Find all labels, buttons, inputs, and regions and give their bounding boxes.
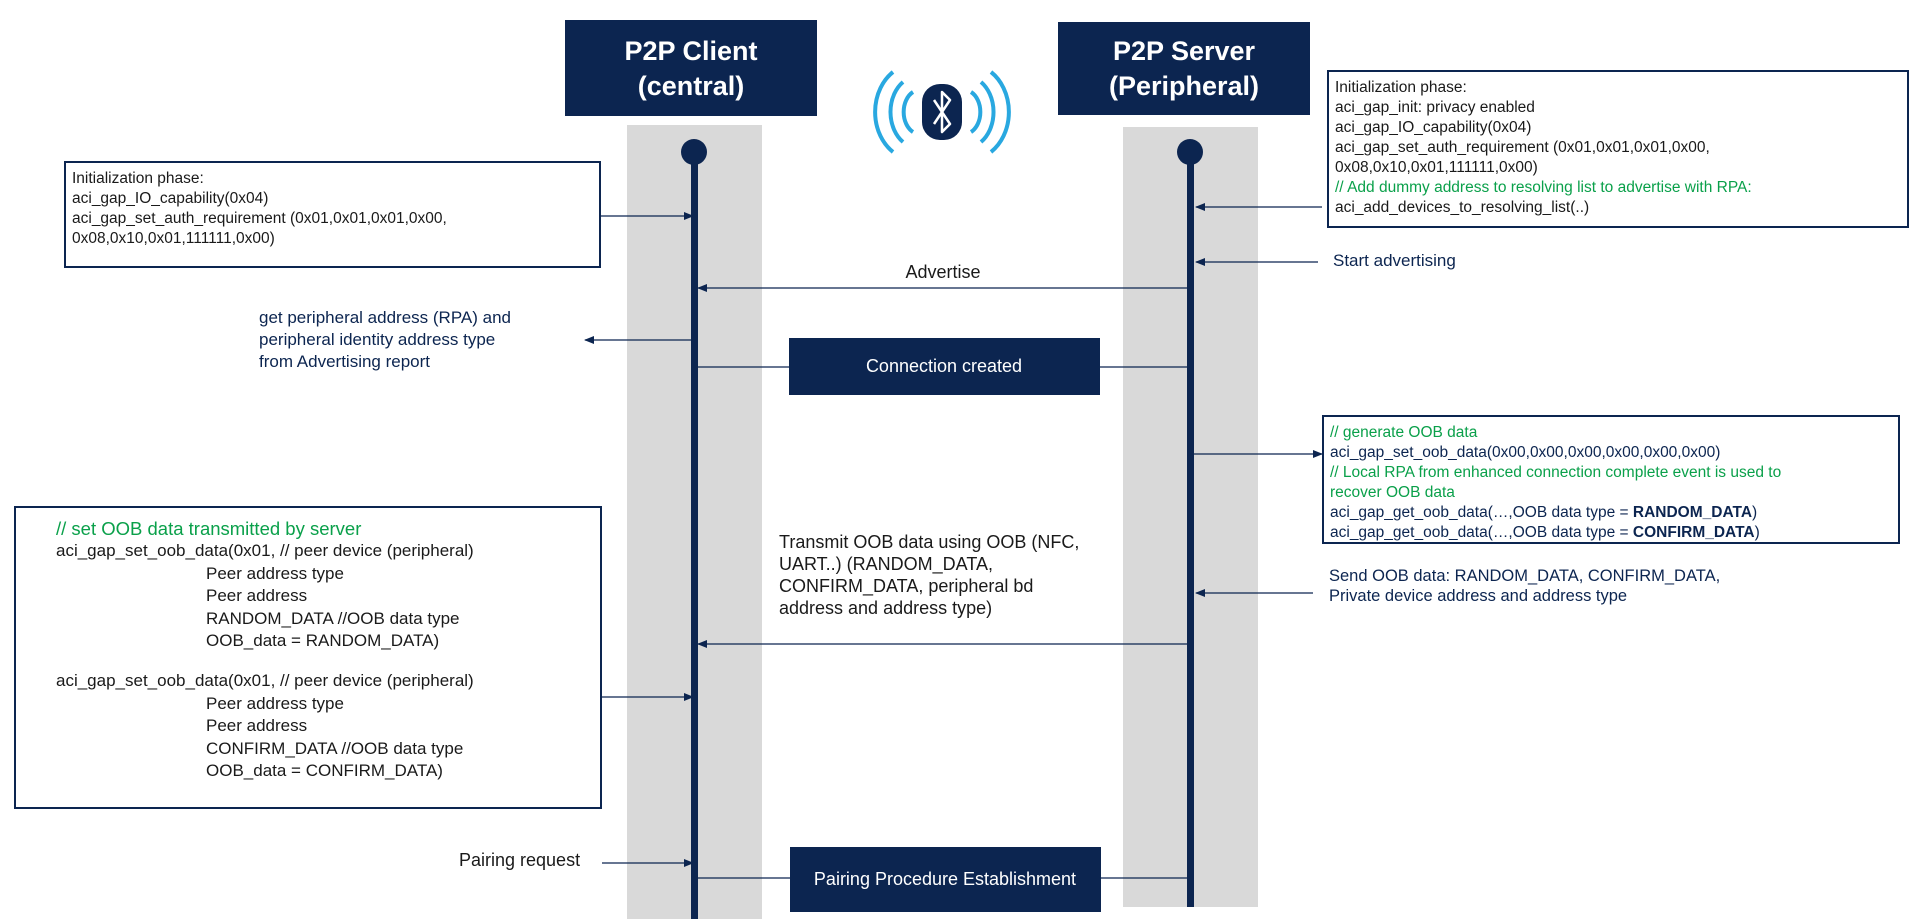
server-init-line: Initialization phase: bbox=[1335, 79, 1467, 96]
send-oob-text: Send OOB data: RANDOM_DATA, CONFIRM_DATA… bbox=[1329, 566, 1759, 606]
server-init-line: 0x08,0x10,0x01,111111,0x00) bbox=[1335, 159, 1538, 176]
client-init-line: aci_gap_IO_capability(0x04) bbox=[72, 190, 269, 207]
transmit-oob-text: Transmit OOB data using OOB (NFC, UART..… bbox=[779, 531, 1109, 619]
client-oob-param: RANDOM_DATA //OOB data type bbox=[206, 608, 460, 628]
client-oob-set-line: aci_gap_set_oob_data(0x01, // peer devic… bbox=[56, 671, 474, 691]
server-title-line2: (Peripheral) bbox=[1109, 71, 1259, 101]
client-oob-param: Peer address type bbox=[206, 693, 344, 713]
client-oob-param: OOB_data = CONFIRM_DATA) bbox=[206, 761, 443, 781]
oob-close: ) bbox=[1754, 524, 1760, 541]
oob-comment: // generate OOB data bbox=[1330, 424, 1478, 441]
server-init-box: Initialization phase: aci_gap_init: priv… bbox=[1327, 70, 1909, 228]
bluetooth-icon bbox=[873, 70, 1011, 154]
pairing-procedure-label: Pairing Procedure Establishment bbox=[814, 869, 1076, 889]
transmit-oob-line: CONFIRM_DATA, peripheral bd bbox=[779, 576, 1034, 596]
oob-get-confirm-line: aci_gap_get_oob_data(…,OOB data type = C… bbox=[1330, 523, 1892, 543]
server-init-line: aci_gap_init: privacy enabled bbox=[1335, 99, 1535, 116]
transmit-oob-line: Transmit OOB data using OOB (NFC, bbox=[779, 532, 1080, 552]
oob-comment: recover OOB data bbox=[1330, 484, 1455, 501]
oob-set-line: aci_gap_set_oob_data(0x00,0x00,0x00,0x00… bbox=[1330, 444, 1721, 461]
client-init-line: 0x08,0x10,0x01,111111,0x00) bbox=[72, 230, 275, 247]
oob-random-data: RANDOM_DATA bbox=[1632, 504, 1753, 521]
client-oob-param: OOB_data = RANDOM_DATA) bbox=[206, 631, 440, 651]
oob-get-prefix: aci_gap_get_oob_data(…,OOB data type = bbox=[1330, 524, 1633, 541]
connection-created-label: Connection created bbox=[866, 356, 1022, 376]
client-header-box bbox=[565, 20, 817, 116]
client-title-line2: (central) bbox=[638, 71, 745, 101]
client-oob-box: // set OOB data transmitted by server ac… bbox=[14, 506, 602, 809]
pairing-procedure-box bbox=[790, 847, 1101, 912]
connection-created-box bbox=[789, 338, 1100, 395]
oob-comment: // Local RPA from enhanced connection co… bbox=[1330, 464, 1782, 481]
server-init-comment: // Add dummy address to resolving list t… bbox=[1335, 179, 1752, 196]
start-advertising-label: Start advertising bbox=[1333, 251, 1456, 270]
client-oob-param: Peer address bbox=[206, 586, 308, 606]
pairing-request-label: Pairing request bbox=[459, 850, 581, 870]
client-oob-param: Peer address type bbox=[206, 563, 344, 583]
client-oob-comment: // set OOB data transmitted by server bbox=[56, 518, 362, 539]
client-init-box: Initialization phase: aci_gap_IO_capabil… bbox=[64, 161, 601, 268]
send-oob-line: Private device address and address type bbox=[1329, 587, 1628, 605]
server-init-line: aci_gap_set_auth_requirement (0x01,0x01,… bbox=[1335, 139, 1710, 156]
client-oob-param: Peer address bbox=[206, 716, 308, 736]
server-oob-box: // generate OOB data aci_gap_set_oob_dat… bbox=[1322, 415, 1900, 544]
oob-get-random-line: aci_gap_get_oob_data(…,OOB data type = R… bbox=[1330, 503, 1892, 523]
server-header-box bbox=[1058, 22, 1310, 115]
server-lifeline bbox=[1187, 152, 1194, 907]
server-init-last: aci_add_devices_to_resolving_list(..) bbox=[1335, 199, 1590, 216]
get-address-line: from Advertising report bbox=[259, 352, 431, 371]
client-oob-param: CONFIRM_DATA //OOB data type bbox=[206, 738, 464, 758]
client-lifeline bbox=[691, 152, 698, 919]
oob-get-prefix: aci_gap_get_oob_data(…,OOB data type = bbox=[1330, 504, 1633, 521]
send-oob-line: Send OOB data: RANDOM_DATA, CONFIRM_DATA… bbox=[1329, 567, 1721, 585]
get-address-line: peripheral identity address type bbox=[259, 330, 496, 349]
advertise-label: Advertise bbox=[905, 262, 980, 282]
transmit-oob-line: UART..) (RANDOM_DATA, bbox=[779, 554, 994, 574]
client-title-line1: P2P Client bbox=[624, 36, 757, 66]
client-init-line: aci_gap_set_auth_requirement (0x01,0x01,… bbox=[72, 210, 447, 227]
server-title-line1: P2P Server bbox=[1113, 36, 1256, 66]
client-init-line: Initialization phase: bbox=[72, 170, 204, 187]
oob-confirm-data: CONFIRM_DATA bbox=[1632, 524, 1755, 541]
client-oob-spacer bbox=[56, 652, 590, 670]
transmit-oob-line: address and address type) bbox=[779, 598, 993, 618]
client-oob-set-line: aci_gap_set_oob_data(0x01, // peer devic… bbox=[56, 541, 474, 561]
server-init-line: aci_gap_IO_capability(0x04) bbox=[1335, 119, 1532, 136]
get-address-text: get peripheral address (RPA) and periphe… bbox=[259, 307, 589, 373]
get-address-line: get peripheral address (RPA) and bbox=[259, 308, 511, 327]
oob-close: ) bbox=[1752, 504, 1758, 521]
